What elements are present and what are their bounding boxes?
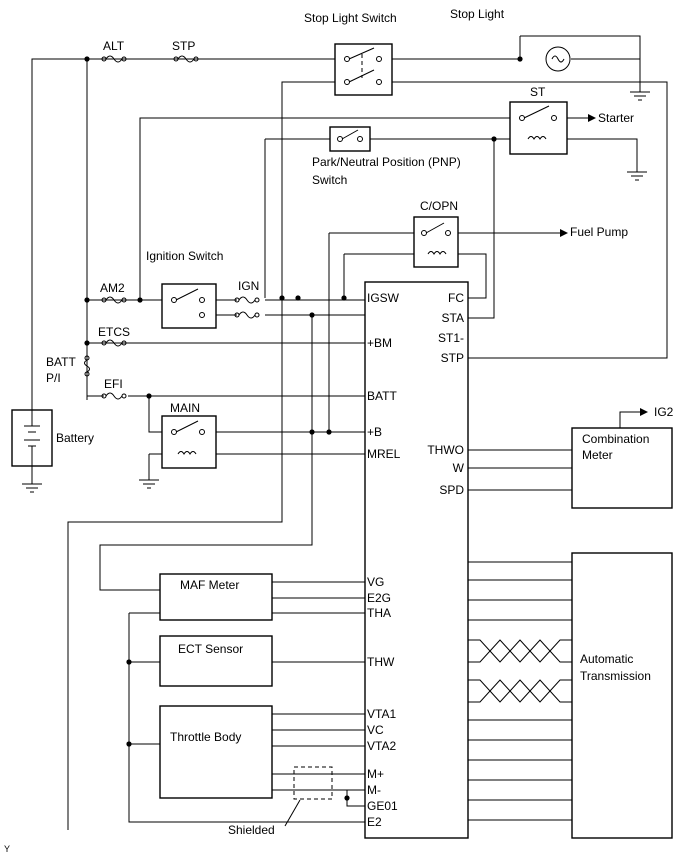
stop-light-switch	[334, 43, 393, 96]
terminal-sta: STA	[442, 311, 464, 325]
label-fuel-pump: Fuel Pump	[570, 225, 628, 239]
combination-meter-box	[571, 427, 673, 509]
fuse-am2	[101, 296, 127, 304]
label-automatic-transmission-1: Automatic	[580, 652, 633, 666]
label-st-relay: ST	[530, 85, 546, 99]
label-throttle-body: Throttle Body	[170, 730, 241, 744]
label-batt-pi-2: P/I	[46, 371, 61, 385]
ect-sensor-box	[159, 635, 273, 687]
main-relay	[161, 415, 217, 469]
terminal-mrel: MREL	[367, 447, 401, 461]
fusible-link-batt-pi	[84, 355, 90, 377]
automatic-transmission-box	[571, 552, 673, 839]
terminal-e2g: E2G	[367, 591, 391, 605]
label-maf-meter: MAF Meter	[180, 578, 239, 592]
label-corner: Y	[4, 844, 10, 854]
ecm-box	[364, 281, 469, 839]
terminal-m-minus: M-	[367, 783, 381, 797]
wires	[31, 35, 668, 830]
label-pnp-line1: Park/Neutral Position (PNP)	[312, 155, 461, 169]
stop-light-lamp	[545, 46, 571, 72]
throttle-body-box	[159, 705, 273, 799]
label-stp-fuse: STP	[172, 39, 195, 53]
label-pnp-line2: Switch	[312, 173, 347, 187]
fuse-efi	[101, 392, 127, 400]
label-ect-sensor: ECT Sensor	[178, 642, 243, 656]
label-stop-light: Stop Light	[450, 7, 505, 21]
arrows	[560, 114, 648, 416]
terminal-thw: THW	[367, 655, 395, 669]
label-etcs: ETCS	[98, 325, 130, 339]
terminal-spd: SPD	[439, 483, 464, 497]
pnp-switch	[329, 126, 371, 152]
st-relay	[509, 101, 568, 155]
label-combination-meter-2: Meter	[582, 448, 613, 462]
terminal-igsw: IGSW	[367, 291, 400, 305]
terminal-tha: THA	[367, 606, 391, 620]
terminal-thwo: THWO	[427, 443, 464, 457]
battery-symbol	[11, 409, 53, 467]
maf-meter-box	[159, 573, 273, 621]
label-copn: C/OPN	[420, 199, 458, 213]
terminal-vc: VC	[367, 723, 384, 737]
ignition-switch	[161, 283, 217, 329]
terminal-vta1: VTA1	[367, 707, 396, 721]
ground-symbols	[22, 91, 650, 493]
fuse-stp	[173, 55, 199, 63]
fuse-etcs	[101, 339, 127, 347]
label-starter: Starter	[598, 111, 634, 125]
label-ig2: IG2	[654, 405, 674, 419]
label-battery: Battery	[56, 431, 94, 445]
fuse-ign-2	[234, 311, 260, 319]
label-shielded: Shielded	[228, 823, 275, 837]
label-batt-pi-1: BATT	[46, 355, 76, 369]
label-ign: IGN	[238, 279, 259, 293]
junction-dots	[84, 56, 523, 801]
fuse-alt	[101, 55, 127, 63]
fuse-symbols	[84, 55, 260, 400]
terminal-m-plus: M+	[367, 767, 384, 781]
terminal-st1-minus: ST1-	[438, 331, 464, 345]
label-efi: EFI	[104, 377, 123, 391]
terminal-plus-bm: +BM	[367, 336, 392, 350]
label-combination-meter-1: Combination	[582, 432, 649, 446]
label-alt: ALT	[103, 39, 125, 53]
terminal-plus-b: +B	[367, 425, 382, 439]
label-stop-light-switch: Stop Light Switch	[304, 11, 397, 25]
ecm-terminals-left: IGSW +BM BATT +B MREL VG E2G THA THW VTA…	[367, 291, 401, 829]
label-am2: AM2	[100, 281, 125, 295]
terminal-w: W	[453, 461, 465, 475]
shielded-cable	[284, 766, 333, 827]
label-automatic-transmission-2: Transmission	[580, 669, 651, 683]
terminal-batt: BATT	[367, 389, 397, 403]
terminal-vg: VG	[367, 575, 384, 589]
terminal-ge01: GE01	[367, 799, 398, 813]
label-ignition-switch: Ignition Switch	[146, 249, 223, 263]
label-main: MAIN	[170, 401, 200, 415]
terminal-e2: E2	[367, 815, 382, 829]
ecm-terminals-right: FC STA ST1- STP THWO W SPD	[427, 291, 464, 497]
terminal-stp: STP	[441, 351, 464, 365]
terminal-fc: FC	[448, 291, 464, 305]
fuse-ign-1	[234, 296, 260, 304]
terminal-vta2: VTA2	[367, 739, 396, 753]
component-labels: Stop Light Switch Stop Light ALT STP ST …	[4, 7, 674, 854]
copn-relay	[413, 216, 459, 268]
